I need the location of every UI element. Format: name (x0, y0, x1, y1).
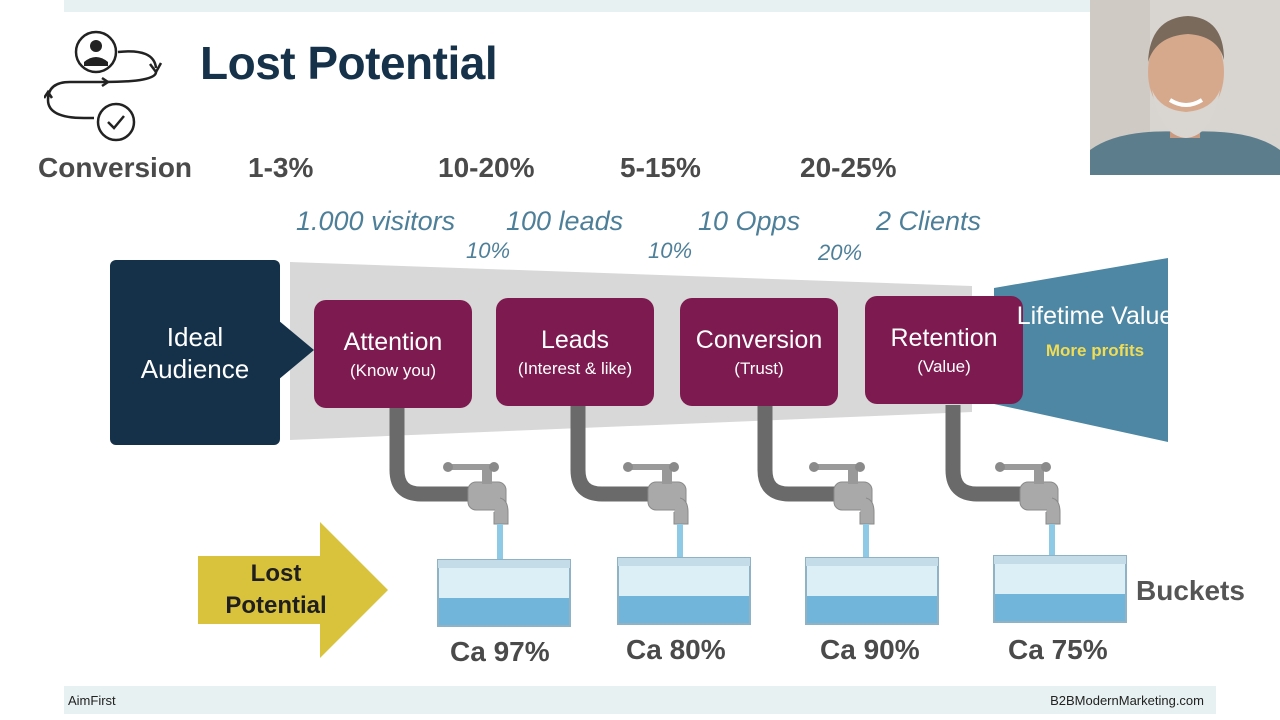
stage-sub: (Trust) (734, 358, 784, 378)
ideal-audience-pointer (278, 320, 314, 380)
step-rate-leads-opps: 10% (648, 238, 693, 263)
lost-potential-label: Lost Potential (225, 560, 327, 619)
water-bucket-icon (617, 557, 751, 625)
presenter-webcam (1090, 0, 1280, 175)
stage-leads: Leads (Interest & like) (496, 298, 654, 406)
lifetime-value-sub: More profits (1045, 341, 1145, 360)
stage-name: Attention (343, 327, 443, 356)
pipe-attention (389, 405, 470, 502)
conversion-label: Conversion (38, 152, 193, 183)
stage-box-conversion (680, 298, 838, 406)
lifetime-value-shape (994, 258, 1168, 442)
stage-box-retention (865, 296, 1023, 404)
buckets-label: Buckets (1136, 575, 1245, 606)
ideal-audience-box (110, 260, 280, 445)
top-accent-bar (64, 0, 1090, 12)
water-bucket-icon (437, 559, 571, 627)
volume-clients: 2 Clients (876, 206, 982, 236)
stage-box-leads (496, 298, 654, 406)
stage-conversion: Conversion (Trust) (680, 298, 838, 406)
stage-name: Conversion (695, 325, 823, 354)
stage-attention: Attention (Know you) (314, 300, 472, 408)
volume-opps: 10 Opps (698, 206, 801, 236)
lost-potential-arrow (198, 522, 388, 658)
pipe-retention (945, 405, 1022, 502)
conversion-rate-leads: 10-20% (438, 152, 535, 183)
water-bucket-icon (993, 555, 1127, 623)
step-rate-visitors-leads: 10% (466, 238, 511, 263)
pipe-conversion (757, 405, 836, 502)
conversion-rate-attention: 1-3% (248, 152, 314, 183)
lifetime-value-label: Lifetime Value (1016, 302, 1174, 330)
presenter-avatar (1090, 0, 1280, 175)
loss-retention: Ca 75% (1008, 634, 1108, 665)
stage-sub: (Interest & like) (517, 358, 633, 378)
footer-website: B2BModernMarketing.com (1050, 693, 1204, 708)
water-tap-icon (995, 462, 1061, 525)
ideal-audience-label: Ideal Audience (140, 321, 250, 384)
stage-sub: (Know you) (350, 360, 436, 380)
stage-box-attention (314, 300, 472, 408)
water-bucket-icon (805, 557, 939, 625)
conversion-rate-retention: 20-25% (800, 152, 897, 183)
stage-name: Retention (890, 323, 998, 352)
step-rate-opps-clients: 20% (818, 240, 863, 265)
stage-retention: Retention (Value) (865, 296, 1023, 404)
slide-title: Lost Potential (200, 37, 498, 89)
volume-visitors: 1.000 visitors (296, 206, 456, 236)
water-tap-icon (809, 462, 875, 525)
loss-conversion: Ca 90% (820, 634, 920, 665)
water-tap-icon (443, 462, 509, 525)
loss-attention: Ca 97% (450, 636, 550, 667)
pipe-leads (570, 405, 650, 502)
conversion-rate-conversion: 5-15% (620, 152, 701, 183)
customer-cycle-icon (44, 30, 163, 142)
stage-sub: (Value) (917, 356, 971, 376)
stage-name: Leads (540, 325, 610, 354)
footer-bar: AimFirst B2BModernMarketing.com (64, 686, 1216, 714)
loss-leads: Ca 80% (626, 634, 726, 665)
lifetime-value: Lifetime Value More profits (1010, 300, 1180, 420)
volume-leads: 100 leads (506, 206, 624, 236)
water-tap-icon (623, 462, 689, 525)
footer-brand: AimFirst (68, 693, 116, 708)
